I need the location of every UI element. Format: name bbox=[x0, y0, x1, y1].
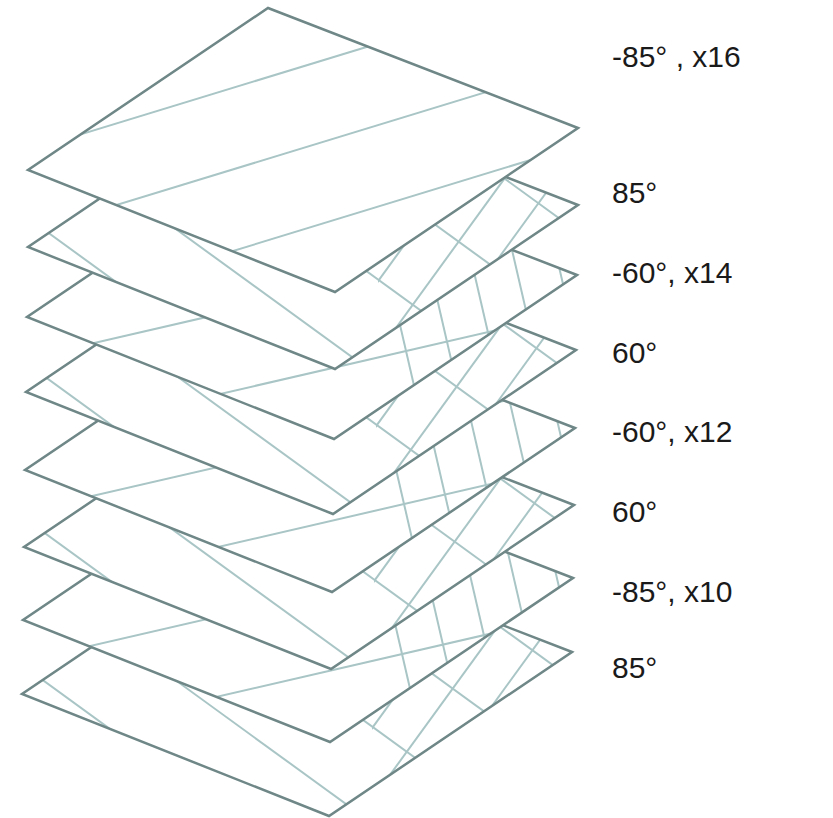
fiber-line bbox=[0, 0, 799, 393]
fiber-line bbox=[0, 2, 781, 294]
fiber-line bbox=[0, 76, 804, 368]
ply-angle-label: -60°, x14 bbox=[612, 256, 732, 290]
fiber-line bbox=[0, 411, 833, 636]
fiber-line bbox=[0, 151, 827, 443]
ply bbox=[0, 0, 833, 801]
fiber-line bbox=[0, 0, 797, 538]
ply-angle-label: 60° bbox=[612, 336, 657, 370]
fiber-line bbox=[0, 563, 833, 788]
ply bbox=[0, 0, 833, 667]
fiber-line bbox=[0, 0, 753, 456]
fiber-line bbox=[0, 335, 824, 560]
ply-angle-label: 85° bbox=[612, 651, 657, 685]
fiber-line bbox=[0, 0, 708, 519]
fiber-line bbox=[0, 0, 758, 220]
fiber-line bbox=[0, 638, 820, 818]
fiber-line bbox=[0, 392, 476, 818]
ply-sheet bbox=[28, 8, 578, 292]
fiber-line bbox=[0, 714, 833, 818]
fiber-line bbox=[0, 375, 833, 667]
fiber-line bbox=[0, 0, 713, 70]
ply-angle-label: 85° bbox=[612, 176, 657, 210]
fiber-line bbox=[0, 716, 833, 818]
fiber-line bbox=[0, 247, 478, 818]
fiber-line bbox=[0, 0, 701, 27]
fiber-line bbox=[0, 184, 524, 772]
fiber-line bbox=[0, 487, 833, 712]
fiber-line bbox=[0, 564, 833, 789]
ply-angle-label: -60°, x12 bbox=[612, 415, 732, 449]
fiber-line bbox=[0, 226, 833, 518]
ply-angle-label: 60° bbox=[612, 495, 657, 529]
fiber-line bbox=[0, 547, 474, 818]
ply-outline bbox=[28, 8, 578, 292]
ply-angle-label: -85°, x10 bbox=[612, 575, 732, 609]
fiber-line bbox=[0, 488, 822, 713]
fiber-line bbox=[0, 0, 662, 582]
ply-angle-label: -85° , x16 bbox=[612, 40, 741, 74]
fiber-line bbox=[0, 300, 833, 592]
fiber-line bbox=[0, 640, 833, 818]
fiber-line bbox=[0, 790, 833, 818]
